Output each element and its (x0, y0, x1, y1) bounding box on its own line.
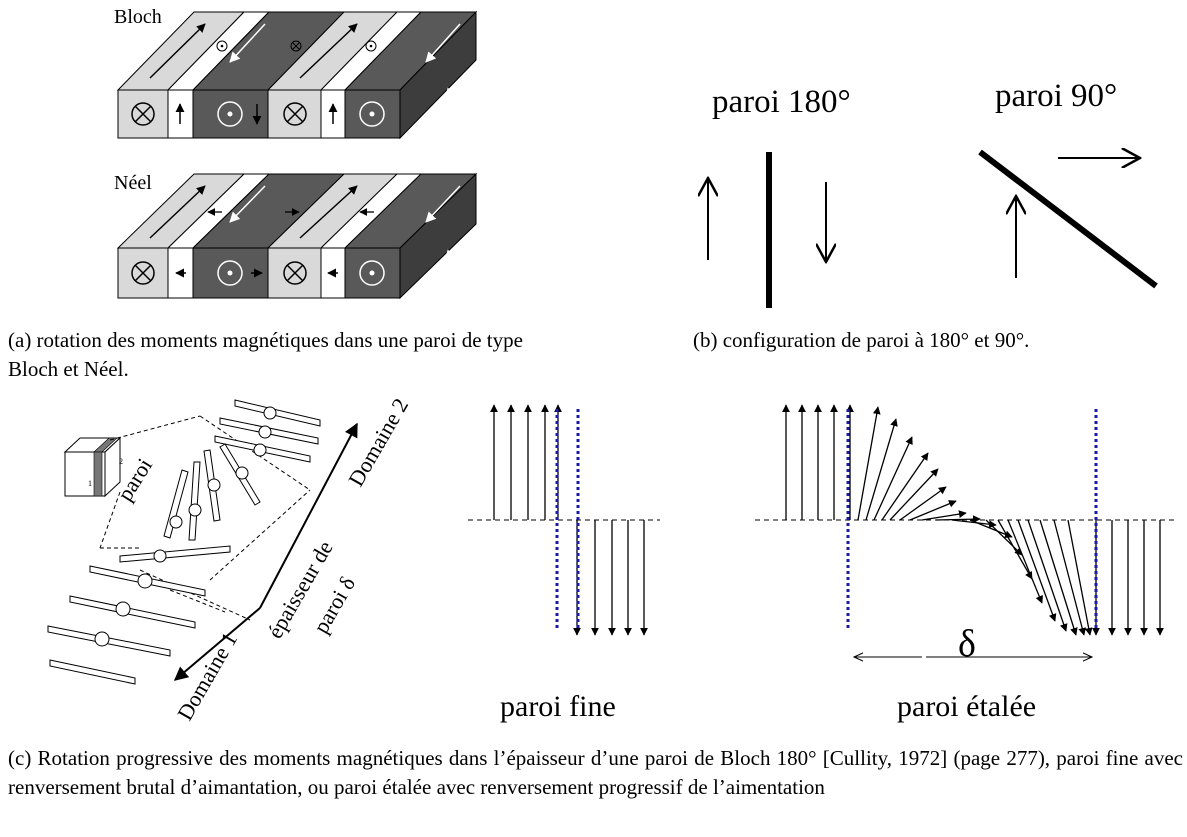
paroi-fine-figure (468, 404, 660, 636)
wall-cube: 1 2 (63, 436, 123, 498)
label-neel: Néel (114, 172, 152, 194)
caption-c: (c) Rotation progressive des moments mag… (8, 746, 1183, 799)
caption-a: (a) rotation des moments magnétiques dan… (8, 328, 523, 381)
label-bloch: Bloch (114, 6, 162, 28)
svg-text:2: 2 (119, 457, 123, 466)
label-paroi-90: paroi 90° (995, 78, 1118, 114)
label-paroi-180: paroi 180° (712, 84, 851, 120)
paroi-etalee-figure (755, 404, 1175, 665)
label-paroi-fine: paroi fine (500, 690, 616, 723)
delta-symbol: δ (958, 623, 976, 665)
neel-block (116, 172, 478, 300)
caption-b: (b) configuration de paroi à 180° et 90°… (693, 328, 1030, 352)
panel-c-sketch: 1 2 (47, 399, 358, 685)
svg-text:1: 1 (88, 479, 92, 488)
panel-a-figure (116, 10, 478, 300)
bloch-block (116, 10, 478, 140)
label-paroi-etalee: paroi étalée (897, 690, 1037, 723)
panel-b-figure (690, 130, 1158, 308)
